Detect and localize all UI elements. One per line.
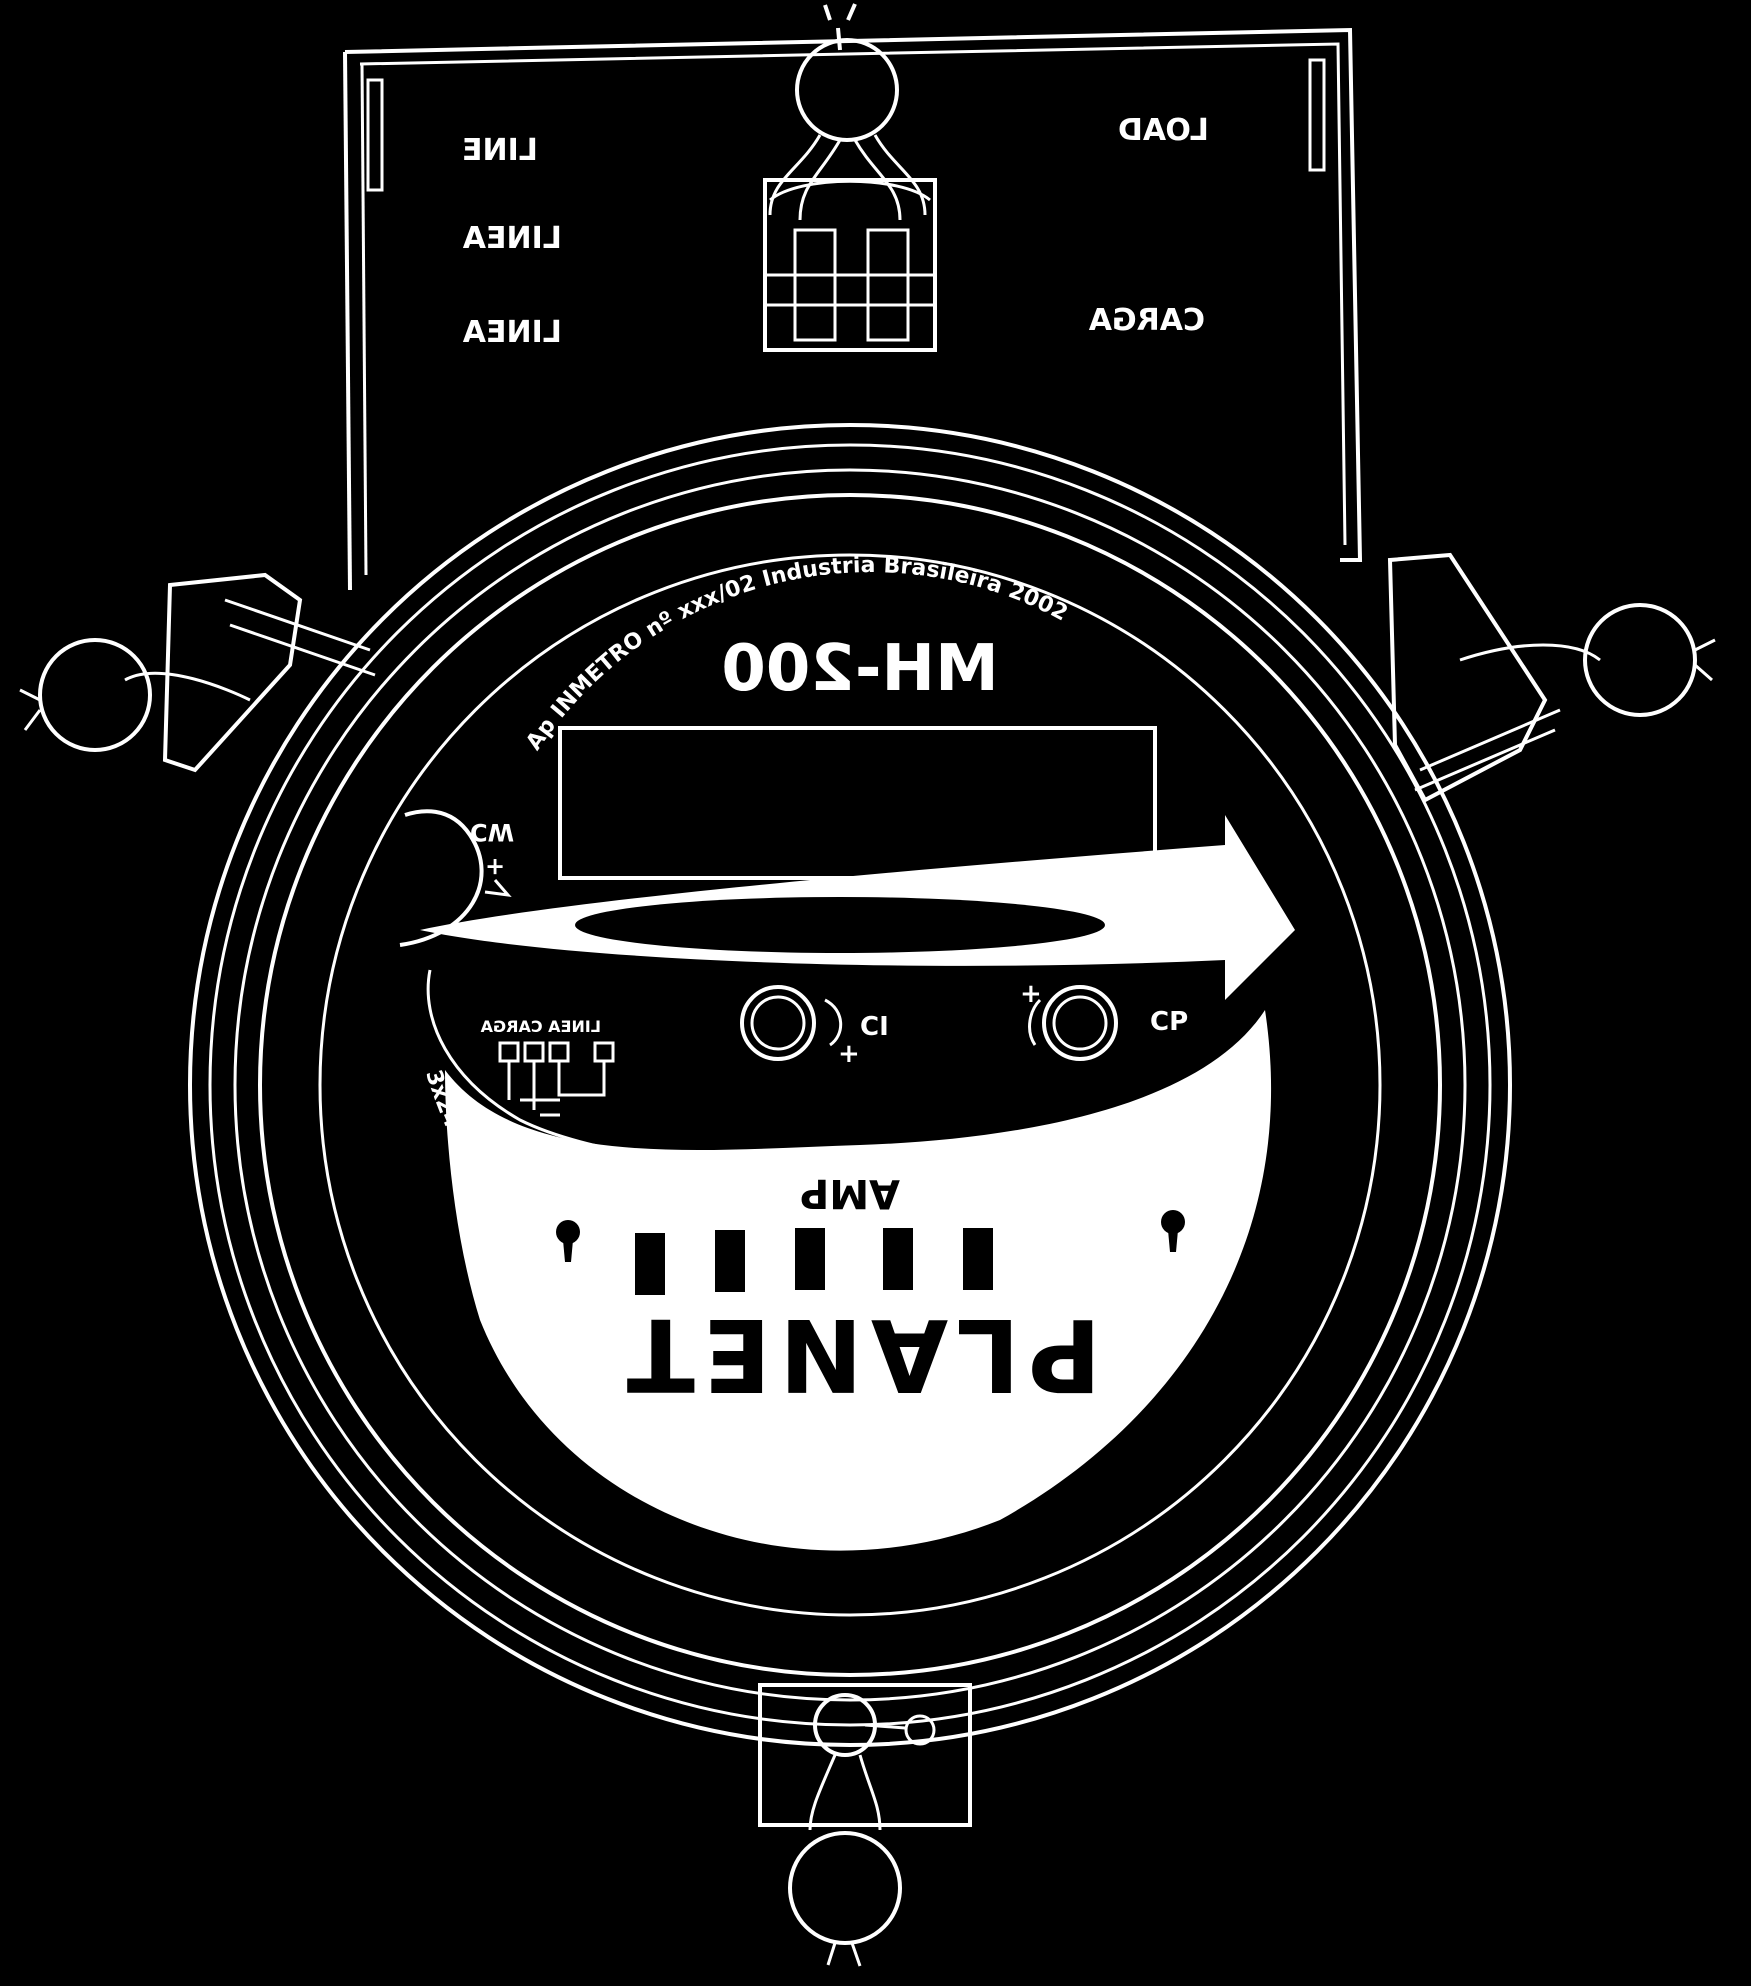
cp-label: CP	[1150, 1007, 1188, 1037]
top-seal	[763, 3, 937, 352]
face-plate-lower	[445, 1010, 1272, 1551]
keyhole-right	[1161, 1210, 1185, 1252]
right-seal	[1387, 552, 1716, 803]
connection-diagram	[498, 1041, 615, 1117]
meter-rings	[188, 423, 1512, 1747]
amp-label: AMP	[800, 1170, 900, 1216]
connection-label: LINEA CARGA	[480, 1017, 601, 1036]
left-seal	[19, 572, 376, 773]
bottom-seal-bead	[788, 1831, 902, 1945]
cw-label: CW	[470, 818, 514, 846]
terminal-label-load: LOAD	[1118, 113, 1209, 148]
ci-button[interactable]	[740, 985, 816, 1061]
bottom-seal	[758, 1683, 972, 1967]
cw-arc	[399, 809, 484, 947]
face-plate	[399, 726, 1295, 1551]
terminal-label-linea-1: LINEA	[462, 221, 562, 256]
model-label: MH-200	[721, 632, 998, 706]
terminal-label-line: LINE	[462, 133, 538, 168]
led-4	[883, 1228, 913, 1290]
cover-slot-left	[366, 78, 384, 192]
terminal-labels-left: LINE LINEA LINEA	[462, 133, 562, 350]
terminal-labels-right: LOAD CARGA	[1088, 113, 1209, 338]
led-5	[963, 1228, 993, 1290]
cp-plus-sign: +	[1020, 979, 1042, 1009]
brand-label: PLANET	[619, 1296, 1102, 1413]
pulse-leds	[635, 1228, 993, 1295]
bottom-clamp	[758, 1683, 972, 1827]
ci-label: CI	[860, 1012, 889, 1042]
cw-plus-sign: +	[485, 853, 505, 881]
cover-slot-right	[1308, 58, 1326, 172]
led-1	[635, 1233, 665, 1295]
led-3	[795, 1228, 825, 1290]
led-2	[715, 1230, 745, 1292]
terminal-label-linea-2: LINEA	[462, 315, 562, 350]
cp-button[interactable]	[1042, 985, 1118, 1061]
right-seal-bead	[1583, 603, 1697, 717]
keyhole-left	[556, 1220, 580, 1262]
left-seal-bead	[38, 638, 152, 752]
top-seal-bead	[795, 38, 899, 142]
terminal-label-carga: CARGA	[1088, 303, 1205, 338]
ci-plus-sign: +	[838, 1039, 860, 1069]
